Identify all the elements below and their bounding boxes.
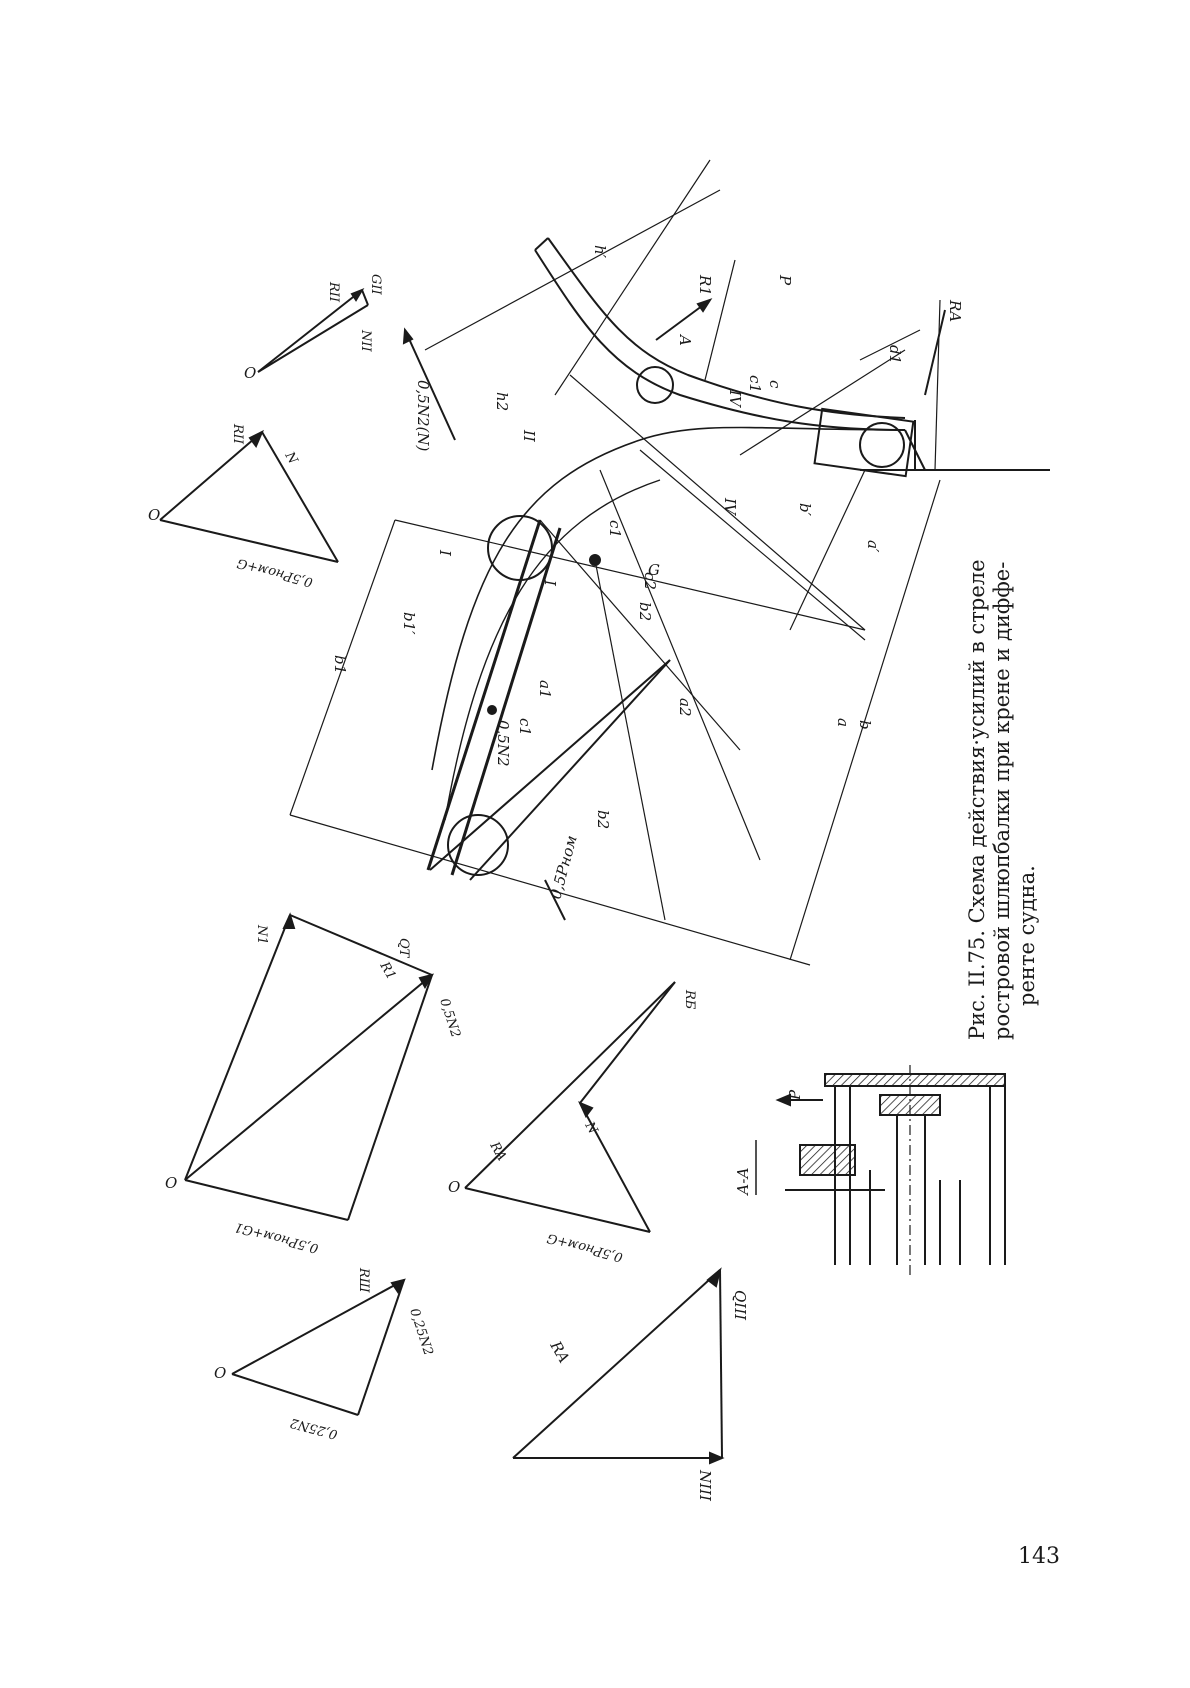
- label-h-prime: h′: [591, 245, 609, 259]
- t3-side2-label: N1: [254, 924, 269, 945]
- t2-origin-label: O: [244, 364, 256, 382]
- t1-side2-label: N: [281, 449, 300, 468]
- t6-side3-label: NIII: [696, 1469, 714, 1502]
- t3-origin-label: O: [165, 1174, 177, 1192]
- label-b2-small: b2: [636, 602, 654, 621]
- caption-line-1: Рис. II.75. Схема действия·усилий в стре…: [965, 559, 989, 1040]
- page-number: 143: [1018, 1544, 1060, 1569]
- label-roman-i-top: I: [436, 549, 454, 557]
- t4-side4-label: RA: [486, 1139, 509, 1164]
- label-roman-ii: II: [520, 429, 538, 443]
- t4-side3-label: RБ: [682, 989, 697, 1010]
- force-triangle-t3: [184, 912, 435, 1221]
- label-half-p-nom: 0,5Pном: [546, 833, 580, 901]
- label-b1: b1: [331, 655, 349, 674]
- label-c1-lower: c1: [516, 718, 534, 736]
- label-p: P: [776, 274, 794, 286]
- label-b2: b2: [594, 810, 612, 829]
- force-triangle-t6-labels: RA QIII NIII: [546, 1290, 749, 1502]
- force-triangle-t5: [231, 1278, 406, 1416]
- section-p-label: P: [786, 1089, 804, 1101]
- t5-origin-label: O: [214, 1364, 226, 1382]
- label-d1: d1: [886, 345, 904, 364]
- label-a2: a2: [676, 698, 694, 717]
- label-roman-i: I: [541, 579, 559, 587]
- label-a-main: a: [834, 718, 852, 727]
- t5-side2-label: 0,25N2: [406, 1307, 435, 1358]
- label-a-prime: a′: [864, 540, 882, 553]
- t4-origin-label: O: [448, 1178, 460, 1196]
- label-b-prime: b′: [796, 503, 814, 517]
- davit-drawing-labels: 0,5N2(N) h2 h′ R1 P RA A c1 c IV d1 II I…: [331, 245, 964, 901]
- section-a-a-drawing: [755, 1065, 1006, 1275]
- t3-side1-label: 0,5Pном+G1: [233, 1219, 320, 1256]
- label-a: A: [676, 333, 694, 346]
- t3-side3-label: QT: [396, 938, 411, 959]
- label-roman-iv: IV: [721, 497, 739, 517]
- label-c2: c2: [641, 572, 659, 590]
- t3-side5-label: 0,5N2: [436, 997, 463, 1040]
- t2-side2-label: NII: [358, 329, 373, 353]
- label-half-n2-n: 0,5N2(N): [414, 380, 432, 452]
- t6-side2-label: QIII: [731, 1290, 749, 1321]
- label-b1-prime: b1′: [400, 612, 418, 635]
- t2-side3-label: GII: [368, 274, 383, 296]
- label-half-n2: 0,5N2: [494, 720, 512, 767]
- label-r-a: RA: [946, 299, 964, 322]
- force-triangle-t2-labels: O RII NII GII: [244, 274, 383, 382]
- caption-line-3: ренте судна.: [1015, 865, 1039, 1006]
- force-triangle-t1: [159, 429, 339, 563]
- label-c: c: [766, 380, 784, 389]
- force-triangle-t2: [257, 287, 369, 373]
- label-c1-left: c1: [606, 520, 624, 538]
- davit-arm-drawing: [289, 159, 1050, 966]
- force-triangle-t5-labels: O RШ 0,25N2 0,25N2: [214, 1267, 435, 1442]
- force-triangle-t4-labels: O 0,5Pном+G N RБ RA: [448, 989, 697, 1265]
- t5-side1-label: RШ: [356, 1267, 371, 1294]
- t1-side3-label: RII: [230, 423, 245, 445]
- label-c1: c1: [746, 375, 764, 393]
- label-h2: h2: [493, 392, 511, 411]
- caption-line-2: ростровой шлюпбалки при крене и диффе-: [990, 561, 1014, 1040]
- t5-side3-label: 0,25N2: [289, 1415, 340, 1442]
- force-triangle-t6: [512, 1267, 725, 1465]
- t6-side1-label: RA: [546, 1337, 573, 1366]
- force-triangle-t4: [464, 981, 676, 1233]
- t4-side1-label: 0,5Pном+G: [545, 1230, 624, 1265]
- force-triangle-t3-labels: O 0,5Pном+G1 N1 QT R1 0,5N2: [165, 924, 463, 1256]
- t3-side4-label: R1: [376, 959, 399, 983]
- t1-side1-label: 0,5Pном+G: [235, 555, 314, 590]
- label-roman-iv-top: IV: [726, 389, 744, 409]
- label-g: G: [648, 561, 660, 579]
- t1-origin-label: O: [148, 506, 160, 524]
- label-a1: a1: [536, 680, 554, 699]
- section-a-a-label: А-А: [734, 1167, 752, 1196]
- force-triangle-t1-labels: O 0,5Pном+G N RII: [148, 423, 315, 590]
- label-r1: R1: [696, 274, 714, 296]
- label-b-main: b: [856, 720, 874, 730]
- t2-side1-label: RII: [326, 281, 341, 303]
